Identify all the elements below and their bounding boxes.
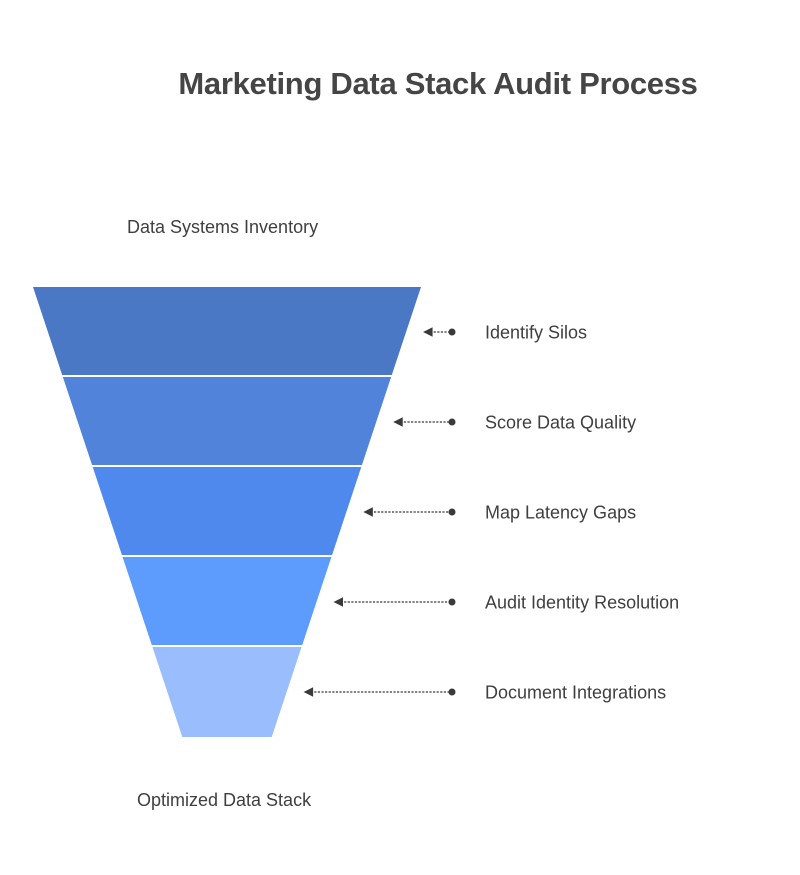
stage-arrow-dot-icon (448, 688, 456, 696)
funnel-top-label: Data Systems Inventory (127, 217, 319, 237)
stage-arrowhead-icon (423, 327, 433, 337)
stage-arrowhead-icon (303, 687, 314, 697)
stage-arrowhead-icon (393, 417, 403, 427)
funnel-stage-2 (62, 377, 392, 465)
stage-label-5: Document Integrations (485, 682, 667, 703)
funnel-stage-3 (92, 467, 362, 555)
stage-arrow-dot-icon (448, 598, 456, 606)
funnel-stage-4 (122, 557, 332, 645)
stage-arrow-dot-icon (448, 418, 456, 426)
stage-arrow-dot-icon (448, 328, 456, 336)
funnel-stage-1 (33, 287, 421, 375)
stage-label-3: Map Latency Gaps (485, 502, 637, 523)
funnel-bottom-label: Optimized Data Stack (137, 790, 312, 810)
stage-label-1: Identify Silos (485, 322, 588, 343)
funnel-stage-5 (152, 647, 302, 737)
stage-arrow-dot-icon (448, 508, 456, 516)
stage-label-4: Audit Identity Resolution (485, 592, 680, 613)
stage-label-2: Score Data Quality (485, 412, 637, 433)
stage-arrowhead-icon (333, 597, 343, 607)
stage-arrowhead-icon (363, 507, 373, 517)
page-title: Marketing Data Stack Audit Process (178, 66, 698, 101)
